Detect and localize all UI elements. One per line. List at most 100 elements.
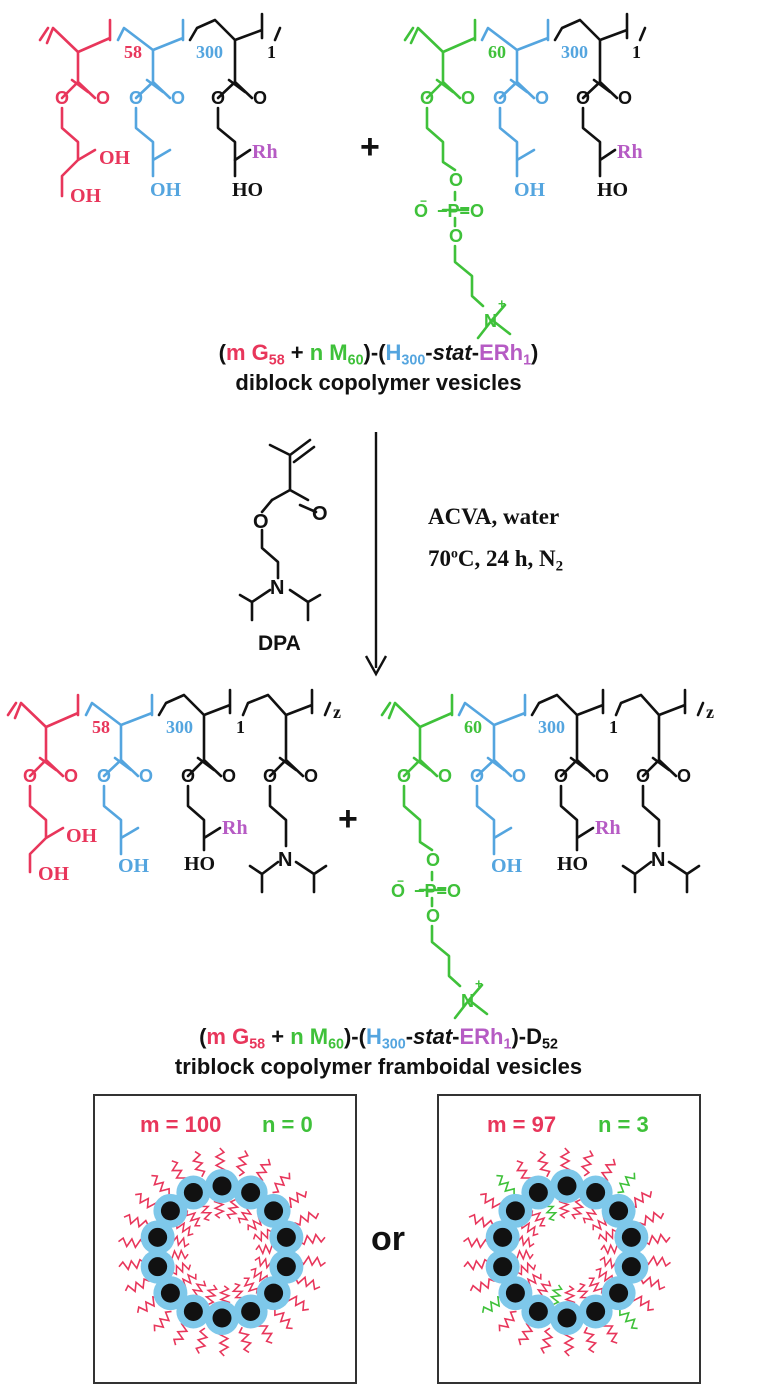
svg-text:O: O — [420, 88, 434, 108]
svg-text:O: O — [23, 766, 37, 786]
svg-text:+: + — [498, 296, 506, 311]
corona-chain — [463, 1236, 490, 1249]
pdpa-domain — [148, 1257, 168, 1277]
svg-text:O: O — [535, 88, 549, 108]
panel-left-n-label: n = 0 — [262, 1112, 313, 1137]
dp-g58-top: 58 — [124, 42, 142, 62]
corona-chain — [285, 1191, 308, 1209]
corona-chain — [580, 1150, 594, 1177]
svg-text:+: + — [475, 976, 483, 991]
svg-text:O: O — [312, 503, 328, 525]
panel-left-m-label: m = 100 — [140, 1112, 222, 1137]
svg-text:O: O — [55, 88, 69, 108]
pdpa-domain — [609, 1283, 629, 1303]
lumen-chain — [204, 1284, 218, 1305]
pdpa-domain — [241, 1183, 261, 1203]
plus-top: + — [360, 128, 380, 166]
top-left-copolymer — [38, 12, 282, 198]
caption-diblock-line2: diblock copolymer vesicles — [235, 370, 522, 395]
bottom-right-copolymer — [380, 688, 705, 1020]
corona-chain — [238, 1326, 253, 1354]
ho-e-bottom-right: HO — [557, 853, 588, 875]
lumen-chain — [558, 1197, 571, 1219]
pdpa-domain — [183, 1301, 203, 1321]
dp-z-bottom: z — [333, 702, 341, 722]
dp-m60-bottom: 60 — [464, 717, 482, 737]
oh-g-a-bottom: OH — [66, 825, 98, 847]
pdpa-domain — [276, 1227, 296, 1247]
oh-h-top-right: OH — [514, 179, 546, 201]
dpa-label: DPA — [258, 632, 301, 655]
corona-chain — [299, 1255, 326, 1268]
svg-text:−: − — [420, 194, 427, 208]
svg-text:O: O — [512, 766, 526, 786]
top-left-atoms: O O O O O O — [55, 88, 267, 108]
corona-chain — [172, 1321, 189, 1346]
pdpa-domain — [148, 1227, 168, 1247]
corona-chain — [255, 1158, 272, 1183]
lumen-chain — [226, 1199, 240, 1220]
lumen-chain — [549, 1284, 563, 1305]
caption-triblock: (m G58 + n M60)-(H300-stat-ERh1)-D52 — [199, 1024, 558, 1053]
svg-text:O: O — [253, 88, 267, 108]
bottom-left-copolymer — [6, 688, 332, 894]
corona-chain — [118, 1236, 145, 1249]
corona-chain — [195, 1327, 209, 1354]
caption-triblock-line2: triblock copolymer framboidal vesicles — [174, 1054, 583, 1079]
dp-z-bottom-right: z — [706, 702, 714, 722]
svg-text:O: O — [139, 766, 153, 786]
lumen-chain — [171, 1261, 192, 1276]
corona-chain — [536, 1150, 551, 1178]
pdpa-domain — [586, 1301, 606, 1321]
svg-text:O: O — [449, 226, 463, 246]
svg-text:O: O — [554, 766, 568, 786]
svg-text:O: O — [470, 766, 484, 786]
pdpa-domain — [528, 1301, 548, 1321]
amine-n-bottom-left: N — [278, 849, 292, 871]
pdpa-domain — [493, 1257, 513, 1277]
svg-text:O: O — [618, 88, 632, 108]
dpa-nitrogen: N — [270, 577, 284, 599]
svg-text:O: O — [414, 201, 428, 221]
svg-text:O: O — [222, 766, 236, 786]
pdpa-domain — [264, 1201, 284, 1221]
svg-text:O: O — [636, 766, 650, 786]
svg-text:N: N — [484, 311, 497, 331]
svg-text:O: O — [576, 88, 590, 108]
ho-e-top-right: HO — [597, 179, 628, 201]
pdpa-domain — [264, 1283, 284, 1303]
dp-h300-top-right: 300 — [561, 42, 588, 62]
dp-g58-bottom: 58 — [92, 717, 110, 737]
corona-chain — [481, 1295, 504, 1313]
conditions-line2: 70oC, 24 h, N2 — [428, 545, 564, 575]
oh-g-b-bottom: OH — [38, 863, 70, 885]
corona-chain — [540, 1327, 554, 1354]
oh-h-bottom: OH — [118, 855, 150, 877]
lumen-chain — [520, 1221, 539, 1237]
reaction-arrowhead — [364, 655, 388, 677]
svg-text:O: O — [304, 766, 318, 786]
svg-text:O: O — [211, 88, 225, 108]
dpa-monomer — [238, 438, 322, 622]
pdpa-domain — [160, 1283, 180, 1303]
corona-chain — [517, 1321, 534, 1346]
dp-e1-bottom-right: 1 — [609, 717, 618, 737]
pdpa-domain — [212, 1176, 232, 1196]
rh-bottom-left: Rh — [222, 817, 248, 839]
lumen-chain — [250, 1267, 269, 1283]
svg-text:O: O — [595, 766, 609, 786]
top-right-copolymer — [403, 12, 647, 340]
lumen-chain — [252, 1228, 273, 1243]
lumen-chain — [563, 1285, 576, 1307]
caption-diblock: (m G58 + n M60)-(H300-stat-ERh1) — [218, 340, 539, 369]
corona-chain — [151, 1174, 170, 1195]
corona-chain — [644, 1255, 671, 1268]
svg-text:O: O — [391, 881, 405, 901]
panel-right-frame — [437, 1094, 701, 1384]
svg-text:O: O — [438, 766, 452, 786]
corona-chain — [600, 1158, 617, 1183]
pdpa-domain — [505, 1201, 525, 1221]
corona-chain — [469, 1277, 495, 1293]
svg-text:−P=O: −P=O — [414, 881, 461, 901]
corona-chain — [136, 1295, 159, 1313]
